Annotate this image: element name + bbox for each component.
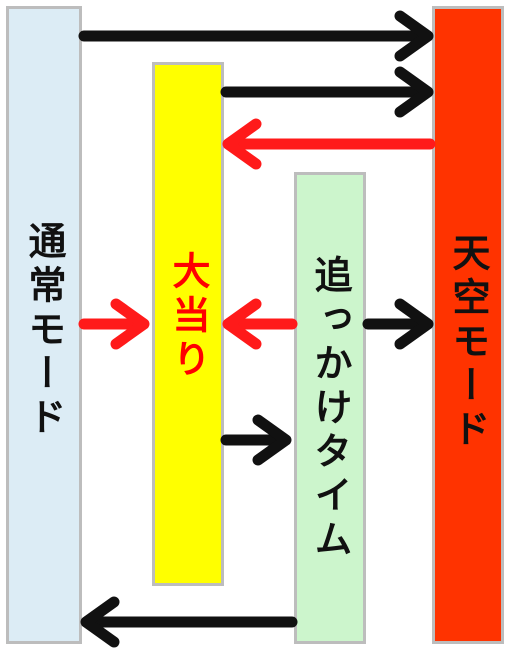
arrow-normal-to-jackpot — [78, 298, 150, 350]
arrow-chase-to-normal — [80, 596, 298, 648]
arrow-jackpot-to-sky — [220, 66, 434, 118]
normal-mode-label: 通常モード — [22, 221, 66, 441]
sky-mode-box: 天空モード — [432, 6, 504, 644]
jackpot-box: 大当り — [152, 62, 224, 586]
arrow-sky-to-jackpot — [222, 118, 436, 170]
arrow-chase-to-jackpot — [222, 298, 298, 350]
arrow-normal-to-sky — [78, 10, 434, 62]
arrow-jackpot-to-chase — [220, 414, 292, 466]
jackpot-label: 大当り — [166, 251, 210, 383]
chase-time-label: 追っかけタイム — [308, 255, 352, 563]
normal-mode-box: 通常モード — [6, 6, 82, 644]
arrow-chase-to-sky — [362, 298, 434, 350]
chase-time-box: 追っかけタイム — [294, 172, 366, 644]
sky-mode-label: 天空モード — [446, 233, 490, 453]
